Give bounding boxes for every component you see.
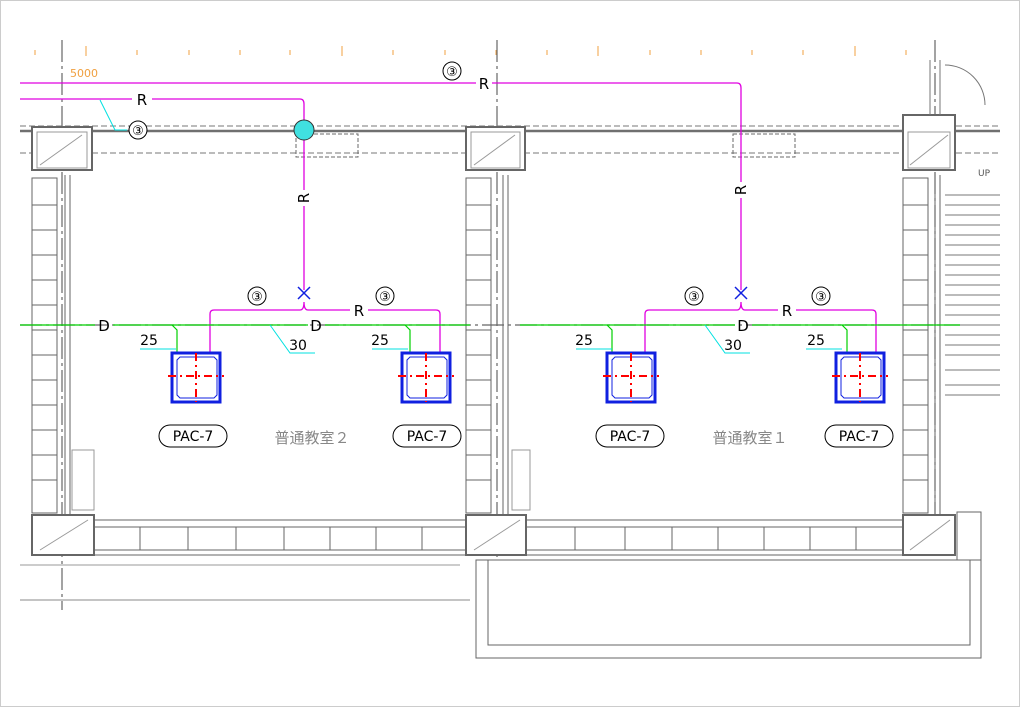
unit-tag: PAC-7 — [407, 429, 448, 445]
circled-number: ③ — [132, 124, 144, 139]
pac-unit-icon[interactable] — [603, 351, 659, 404]
drain-size: 25 — [575, 333, 593, 349]
unit-tag: PAC-7 — [839, 429, 880, 445]
dimension-ruler — [34, 46, 907, 56]
bottom-wall — [20, 511, 982, 659]
upper-labels: ③ R R ③ R R — [128, 61, 750, 206]
unit-tag: PAC-7 — [173, 429, 214, 445]
return-label: R — [295, 193, 313, 203]
return-label: R — [354, 302, 364, 320]
drain-label: D — [737, 317, 749, 335]
main-drain-size: 30 — [289, 338, 307, 354]
drain-label: D — [310, 317, 322, 335]
return-label: R — [137, 91, 147, 109]
riser-pipe-icon — [293, 119, 315, 141]
main-drain-size: 30 — [724, 338, 742, 354]
return-label: R — [732, 185, 750, 195]
columns — [31, 114, 956, 556]
drain-label: D — [98, 317, 110, 335]
stairs — [929, 60, 1000, 396]
room-2: ③ ③ R D D 25 25 30 PAC-7 PAC-7 普通教室２ — [98, 286, 462, 448]
branch-number: ③ — [688, 290, 700, 305]
side-walls — [31, 175, 941, 515]
drain-size: 25 — [807, 333, 825, 349]
drain-size: 25 — [371, 333, 389, 349]
circled-number: ③ — [446, 65, 458, 80]
stairs-up-label: UP — [978, 169, 991, 179]
branch-joint-icon — [297, 286, 748, 300]
pac-unit-icon[interactable] — [832, 351, 888, 404]
room-name: 普通教室２ — [274, 429, 349, 447]
drain-piping — [20, 324, 960, 355]
refrigerant-piping — [20, 82, 877, 355]
return-label: R — [479, 75, 489, 93]
pac-unit-icon[interactable] — [398, 351, 454, 404]
room-name: 普通教室１ — [712, 429, 787, 447]
unit-tag: PAC-7 — [610, 429, 651, 445]
leader-lines — [99, 99, 842, 354]
branch-number: ③ — [379, 290, 391, 305]
room-1: ③ ③ R D 25 25 30 PAC-7 PAC-7 普通教室１ — [575, 286, 894, 448]
ruler-label: 5000 — [70, 67, 98, 80]
return-label: R — [782, 302, 792, 320]
pac-unit-icon[interactable] — [168, 351, 224, 404]
branch-number: ③ — [815, 290, 827, 305]
branch-number: ③ — [251, 290, 263, 305]
drain-size: 25 — [140, 333, 158, 349]
